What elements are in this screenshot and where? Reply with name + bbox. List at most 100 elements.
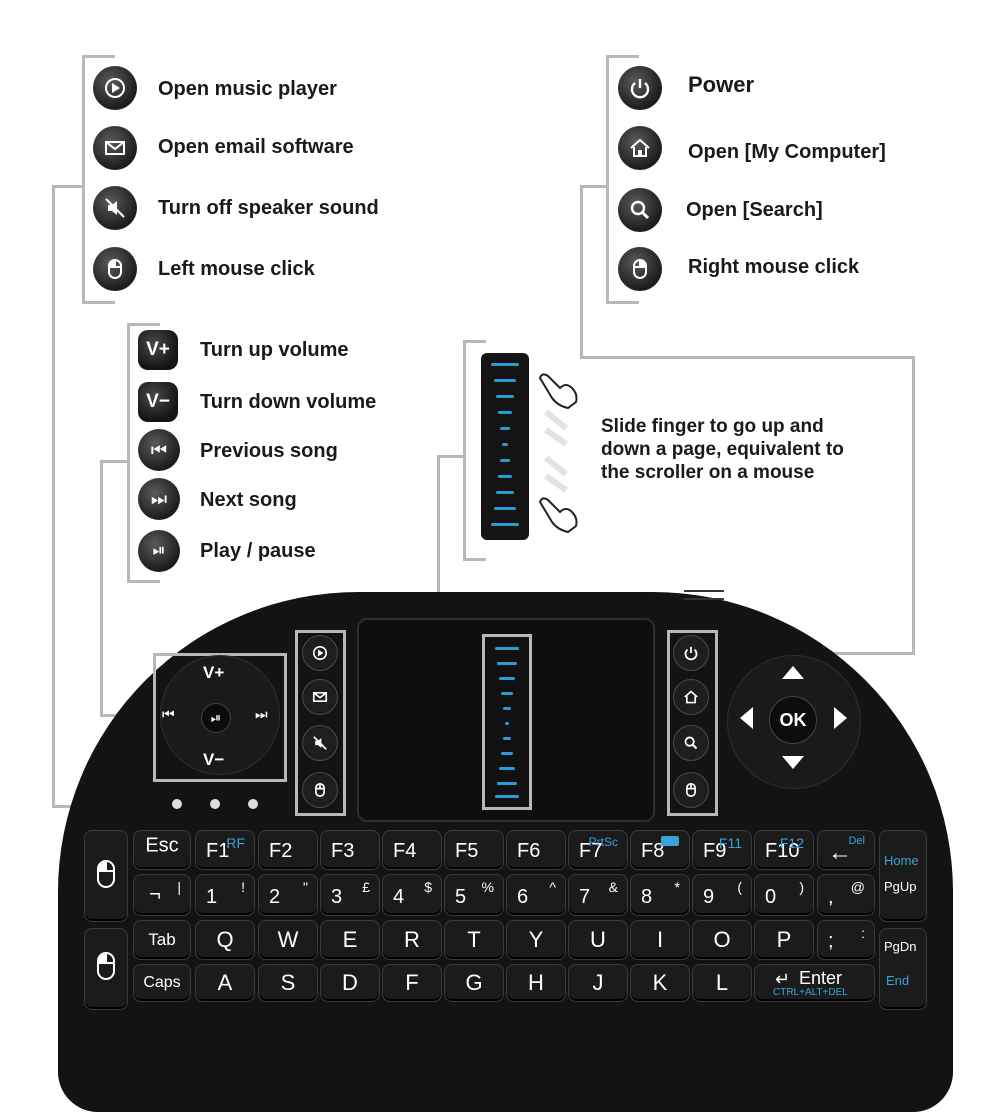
key-5[interactable]: 5%	[444, 874, 504, 916]
right-hotkeys-highlight	[667, 630, 718, 816]
key-r[interactable]: R	[382, 920, 442, 960]
play-pause-icon: ⏯	[138, 530, 180, 572]
key-i[interactable]: I	[630, 920, 690, 960]
power-icon	[618, 66, 662, 110]
touchpad-scroll-strip[interactable]	[482, 634, 532, 810]
key-p[interactable]: P	[754, 920, 814, 960]
key-f6[interactable]: F6	[506, 830, 566, 870]
scroller-strip-illustration	[481, 353, 529, 540]
key-g[interactable]: G	[444, 964, 504, 1002]
key-1[interactable]: 1!	[195, 874, 255, 916]
music-player-label: Open music player	[158, 78, 337, 100]
key-backtick[interactable]: ¬|	[133, 874, 191, 916]
left-hotkeys-highlight	[295, 630, 346, 816]
key-tab[interactable]: Tab	[133, 920, 191, 960]
key-u[interactable]: U	[568, 920, 628, 960]
home-key[interactable]	[673, 679, 709, 715]
next-song-icon: ⏭	[138, 478, 180, 520]
media-dpad-play[interactable]: ⏯	[201, 703, 231, 733]
key-l[interactable]: L	[692, 964, 752, 1002]
key-esc[interactable]: Esc	[133, 830, 191, 870]
key-w[interactable]: W	[258, 920, 318, 960]
enter-icon: ↵	[775, 969, 791, 989]
key-9[interactable]: 9(	[692, 874, 752, 916]
key-0[interactable]: 0)	[754, 874, 814, 916]
key-3[interactable]: 3£	[320, 874, 380, 916]
arrow-up-icon[interactable]	[782, 666, 804, 679]
indicator-led	[210, 799, 220, 809]
key-4[interactable]: 4$	[382, 874, 442, 916]
left-mouse-key[interactable]	[302, 772, 338, 808]
key-h[interactable]: H	[506, 964, 566, 1002]
top-left-bracket	[82, 55, 115, 304]
key-j[interactable]: J	[568, 964, 628, 1002]
volume-down-label: Turn down volume	[200, 391, 377, 413]
volume-up-icon: V+	[138, 330, 178, 370]
key-a[interactable]: A	[195, 964, 255, 1002]
arrow-right-icon[interactable]	[834, 707, 847, 729]
next-song-label: Next song	[200, 489, 297, 511]
key-f8[interactable]: F8	[630, 830, 690, 870]
top-right-connector	[912, 356, 915, 654]
media-dpad-vminus[interactable]: V−	[203, 750, 225, 769]
media-dpad-next[interactable]: ⏭	[255, 706, 268, 722]
key-backspace[interactable]: ←Del	[817, 830, 875, 870]
top-right-connector	[580, 356, 915, 359]
key-7[interactable]: 7&	[568, 874, 628, 916]
key-e[interactable]: E	[320, 920, 380, 960]
previous-song-icon: ⏮	[138, 429, 180, 471]
key-f5[interactable]: F5	[444, 830, 504, 870]
ok-button[interactable]: OK	[769, 696, 817, 744]
key-k[interactable]: K	[630, 964, 690, 1002]
key-f2[interactable]: F2	[258, 830, 318, 870]
email-key[interactable]	[302, 679, 338, 715]
volume-down-icon: V−	[138, 382, 178, 422]
key-f4[interactable]: F4	[382, 830, 442, 870]
key-semicolon[interactable]: ;:	[817, 920, 875, 960]
arrow-down-icon[interactable]	[782, 756, 804, 769]
music-player-key[interactable]	[302, 635, 338, 671]
mute-label: Turn off speaker sound	[158, 197, 379, 219]
key-enter[interactable]: ↵ Enter CTRL+ALT+DEL	[754, 964, 875, 1002]
right-mouse-icon	[618, 247, 662, 291]
key-y[interactable]: Y	[506, 920, 566, 960]
display-toggle-icon	[661, 836, 679, 846]
key-comma-at[interactable]: ,@	[817, 874, 875, 916]
search-key[interactable]	[673, 725, 709, 761]
mute-key[interactable]	[302, 725, 338, 761]
home-icon	[618, 126, 662, 170]
right-mouse-key[interactable]	[673, 772, 709, 808]
key-caps[interactable]: Caps	[133, 964, 191, 1002]
key-o[interactable]: O	[692, 920, 752, 960]
key-6[interactable]: 6^	[506, 874, 566, 916]
search-icon	[618, 188, 662, 232]
next-song-glyph: ⏭	[150, 488, 168, 509]
previous-song-glyph: ⏮	[150, 439, 168, 460]
scroller-connector	[437, 455, 465, 458]
search-label: Open [Search]	[686, 199, 823, 221]
arrow-left-icon[interactable]	[740, 707, 753, 729]
key-2[interactable]: 2"	[258, 874, 318, 916]
key-d[interactable]: D	[320, 964, 380, 1002]
key-t[interactable]: T	[444, 920, 504, 960]
media-dpad-prev[interactable]: ⏮	[162, 706, 175, 722]
key-f3[interactable]: F3	[320, 830, 380, 870]
side-left-mouse-key[interactable]	[84, 830, 128, 922]
email-icon	[93, 126, 137, 170]
top-right-connector	[580, 185, 608, 188]
key-s[interactable]: S	[258, 964, 318, 1002]
left-mouse-icon	[93, 247, 137, 291]
key-8[interactable]: 8*	[630, 874, 690, 916]
media-dpad-vplus[interactable]: V+	[203, 663, 225, 682]
key-q[interactable]: Q	[195, 920, 255, 960]
hand-swipe-icon	[536, 368, 582, 543]
key-f[interactable]: F	[382, 964, 442, 1002]
side-left-mouse-key-lower[interactable]	[84, 928, 128, 1010]
power-key[interactable]	[673, 635, 709, 671]
